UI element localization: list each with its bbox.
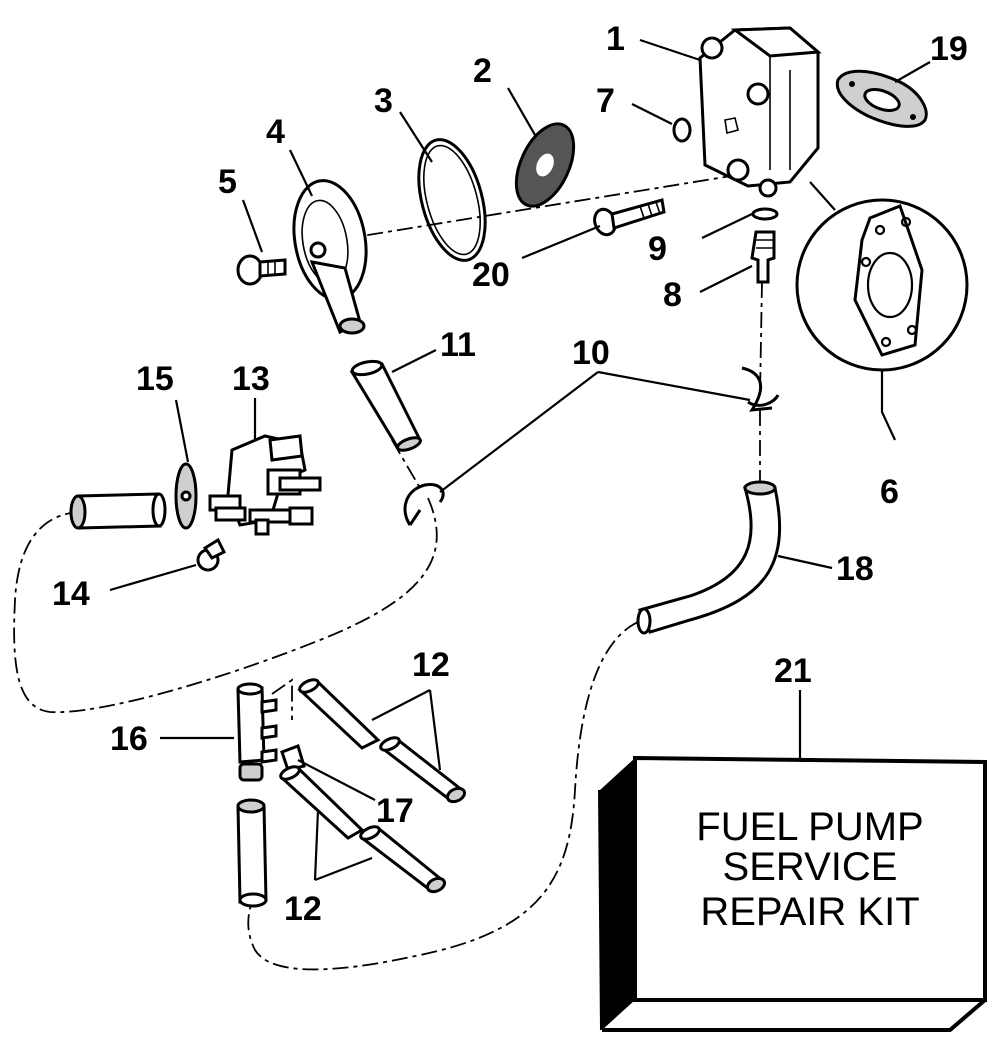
hose-11 bbox=[349, 359, 423, 452]
fuel-pump-body bbox=[698, 26, 822, 198]
manifold-16 bbox=[236, 682, 306, 782]
screw-5 bbox=[236, 254, 287, 286]
hose-18 bbox=[636, 480, 782, 635]
screw-14 bbox=[196, 537, 227, 572]
kit-label-line-1: FUEL PUMP bbox=[696, 805, 923, 849]
gasket-detail-6 bbox=[795, 181, 969, 441]
callout-8: 8 bbox=[663, 276, 682, 314]
hose-clamp-10-right bbox=[741, 366, 780, 412]
repair-kit-label: FUEL PUMP SERVICE REPAIR KIT bbox=[696, 805, 923, 934]
callout-3: 3 bbox=[374, 82, 393, 120]
filter-screen-2 bbox=[514, 122, 576, 208]
callout-12-bottom: 12 bbox=[284, 890, 322, 928]
callout-2: 2 bbox=[473, 52, 492, 90]
hose-below-16 bbox=[236, 798, 268, 908]
bolt-20 bbox=[593, 198, 666, 237]
o-ring-3 bbox=[417, 138, 487, 262]
callout-numbers: 1 2 3 4 5 6 7 8 9 10 11 12 12 13 14 15 1… bbox=[52, 20, 968, 928]
callout-9: 9 bbox=[648, 230, 667, 268]
fitting-8 bbox=[750, 230, 776, 284]
callout-13: 13 bbox=[232, 360, 270, 398]
kit-label-line-2: SERVICE bbox=[723, 845, 898, 889]
callout-21: 21 bbox=[774, 652, 812, 690]
callout-1: 1 bbox=[606, 20, 625, 58]
gasket-15 bbox=[174, 462, 198, 530]
callout-6: 6 bbox=[880, 473, 899, 511]
o-ring-7 bbox=[672, 117, 692, 143]
valve-assembly-13 bbox=[208, 434, 322, 536]
hoses-12 bbox=[279, 678, 467, 894]
callout-7: 7 bbox=[596, 82, 615, 120]
callout-16: 16 bbox=[110, 720, 148, 758]
repair-kit-box-21 bbox=[598, 755, 987, 1032]
callout-20: 20 bbox=[472, 256, 510, 294]
callout-17: 17 bbox=[376, 792, 414, 830]
callout-19: 19 bbox=[930, 30, 968, 68]
cover-plate-19 bbox=[835, 69, 928, 128]
hose-clamp-10-left bbox=[403, 482, 445, 526]
callout-10: 10 bbox=[572, 334, 610, 372]
leader-lines bbox=[109, 38, 931, 882]
inlet-cover-4 bbox=[292, 179, 368, 335]
callout-18: 18 bbox=[836, 550, 874, 588]
kit-label-line-3: REPAIR KIT bbox=[700, 890, 919, 934]
callout-5: 5 bbox=[218, 163, 237, 201]
callout-12-top: 12 bbox=[412, 646, 450, 684]
callout-14: 14 bbox=[52, 575, 90, 613]
callout-11: 11 bbox=[440, 326, 476, 364]
callout-4: 4 bbox=[266, 113, 285, 151]
o-ring-9 bbox=[751, 207, 779, 221]
filter-hose-left bbox=[69, 492, 167, 530]
callout-15: 15 bbox=[136, 360, 174, 398]
